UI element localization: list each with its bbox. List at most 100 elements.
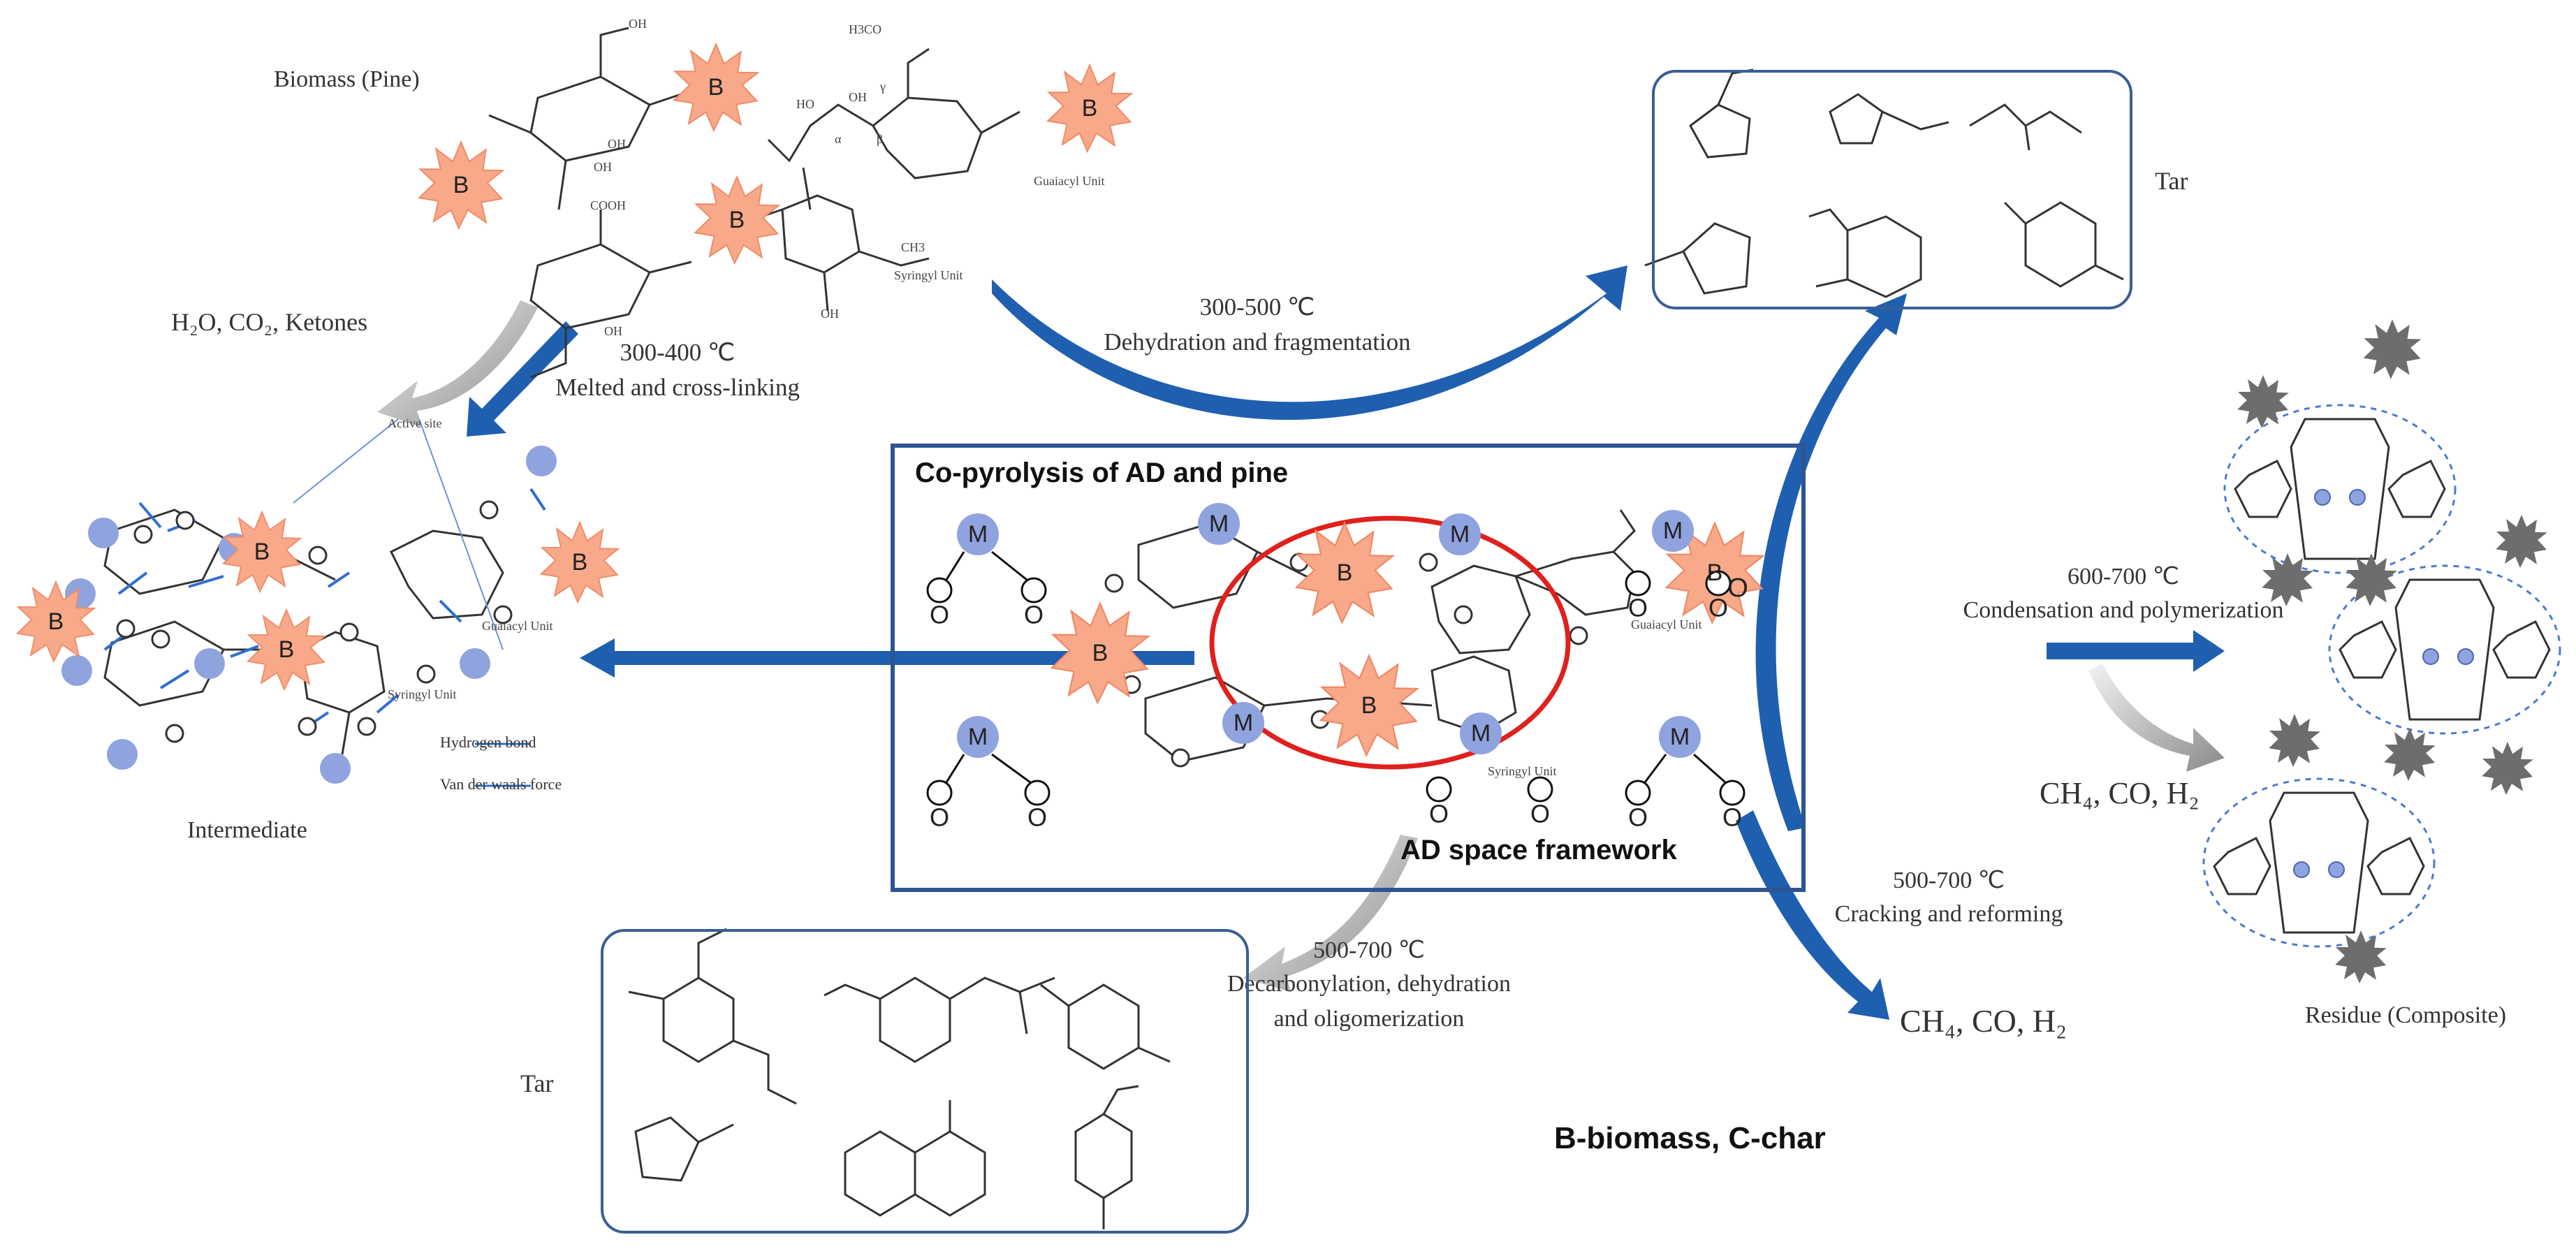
oxygen-letter: O: [1027, 803, 1047, 832]
svg-text:OH: OH: [821, 307, 839, 321]
oxygen-letter: O: [1530, 800, 1550, 828]
legend-hbond: Hydrogen bond: [440, 733, 536, 751]
crack-desc: Cracking and reforming: [1834, 901, 2063, 927]
svg-text:OH: OH: [849, 90, 867, 104]
oxygen-letter: O: [1708, 594, 1728, 622]
arrow-dehydration: [992, 265, 1627, 420]
legend-vdw: Van der waals force: [440, 775, 562, 793]
crack-temp: 500-700 ℃: [1892, 868, 2005, 893]
oxygen-letter: O: [1727, 573, 1748, 603]
biomass-bursts-top: [418, 43, 1132, 264]
mo-group-8: [1625, 716, 1746, 806]
arrow-melt: [467, 321, 578, 437]
residue-label: Residue (Composite): [2305, 1002, 2507, 1028]
tar-bottom-molecules: [628, 928, 1171, 1229]
mo-group-7: [1426, 712, 1553, 803]
svg-text:COOH: COOH: [590, 198, 626, 212]
oxygen-letter: O: [1628, 803, 1648, 832]
tar-top-panel: [1652, 70, 2132, 309]
burst-letter: B: [1337, 559, 1353, 586]
metal-letter: M: [1663, 518, 1683, 544]
center-title: Co-pyrolysis of AD and pine: [915, 458, 1289, 488]
burst-letter: B: [1707, 559, 1723, 586]
arrow-coproduct-left: [377, 300, 538, 427]
biomass-label: Biomass (Pine): [274, 66, 420, 92]
center-subtitle: AD space framework: [1400, 835, 1677, 865]
condense-temp: 600-700 ℃: [2067, 564, 2179, 590]
highlight-ellipse: [1209, 515, 1571, 770]
residue-char-markers: [2293, 489, 2474, 878]
active-site-label: Active site: [388, 416, 441, 430]
burst-letter: B: [1361, 692, 1377, 719]
legend-lines: [475, 743, 531, 787]
svg-text:OH: OH: [629, 17, 647, 31]
syringyl-label-left: Syringyl Unit: [388, 687, 457, 701]
oxygen-letter: O: [1429, 800, 1449, 828]
guaiacyl-label-left: Guaiacyl Unit: [482, 619, 552, 633]
metal-letter: M: [968, 724, 988, 750]
tar-top-molecules: [1644, 68, 2124, 298]
decarb-temp: 500-700 ℃: [1312, 937, 1425, 963]
guaiacyl-label-center: Guaiacyl Unit: [1631, 617, 1702, 631]
legend-abbrev: B-biomass, C-char: [1554, 1121, 1826, 1155]
dehydration-temp: 300-500 ℃: [1199, 293, 1315, 321]
svg-text:OH: OH: [608, 137, 626, 151]
metal-letter: M: [1471, 720, 1491, 747]
arrow-decarb: [1243, 835, 1418, 992]
gas-bottom-label: CH₄, CO, H₂: [1900, 1003, 2068, 1039]
active-site-lines: [293, 418, 504, 650]
burst-letter: B: [254, 539, 270, 565]
svg-text:OH: OH: [594, 160, 612, 174]
oxygen-letter: O: [1024, 601, 1044, 629]
mo-group-3: [1439, 513, 1481, 555]
decarb-desc-1: Decarbonylation, dehydration: [1227, 971, 1511, 997]
residue-bursts: [2237, 319, 2547, 983]
intermediate-bonds: [103, 488, 546, 728]
intermediate-metal-markers: [61, 446, 557, 784]
tar-bottom-panel: [601, 929, 1249, 1234]
condense-desc: Condensation and polymerization: [1963, 597, 2284, 623]
svg-text:HO: HO: [796, 97, 814, 111]
gas-right-label: CH₄, CO, H₂: [2040, 776, 2200, 810]
burst-letter: B: [279, 636, 295, 663]
mo-group-2: [1198, 503, 1240, 545]
metal-letter: M: [968, 521, 988, 548]
svg-text:OH: OH: [604, 324, 622, 338]
melt-desc: Melted and cross-linking: [555, 374, 800, 401]
mo-group-1: [926, 513, 1047, 604]
arrow-to-intermediate: [580, 638, 1194, 678]
arrow-condensation: [2047, 630, 2225, 672]
syringyl-label-center: Syringyl Unit: [1488, 764, 1557, 778]
mo-group-6: [1222, 702, 1264, 744]
guaiacyl-label-top: Guaiacyl Unit: [1034, 174, 1104, 188]
svg-text:H3CO: H3CO: [849, 22, 881, 36]
dehydration-desc: Dehydration and fragmentation: [1104, 328, 1411, 356]
coproduct-left-label: H₂O, CO₂, Ketones: [171, 308, 368, 336]
tar-top-label: Tar: [2155, 167, 2188, 195]
burst-letter: B: [572, 549, 588, 576]
svg-text:β: β: [877, 132, 883, 146]
arrow-cracking: [1736, 810, 1889, 1020]
arrow-to-tar-top: [1755, 293, 1907, 831]
intermediate-label: Intermediate: [187, 817, 307, 843]
burst-letter: B: [48, 608, 64, 635]
intermediate-oxygen-circles: [116, 500, 513, 743]
center-framework-box: [891, 444, 1806, 892]
svg-text:α: α: [835, 132, 842, 146]
residue-composite: [2202, 404, 2561, 948]
tar-bottom-label: Tar: [520, 1069, 554, 1097]
metal-letter: M: [1450, 521, 1470, 548]
oxygen-letter: O: [1722, 803, 1742, 832]
mo-group-5: [926, 716, 1051, 806]
burst-letter: B: [453, 172, 469, 198]
oxygen-letter: O: [930, 601, 949, 629]
burst-letter: B: [729, 207, 745, 233]
svg-text:γ: γ: [879, 80, 886, 94]
metal-letter: M: [1670, 724, 1690, 750]
center-metal-groups: [926, 503, 1746, 806]
melt-temp: 300-400 ℃: [620, 339, 736, 366]
burst-letter: B: [1092, 640, 1108, 666]
syringyl-label-top: Syringyl Unit: [894, 268, 963, 282]
